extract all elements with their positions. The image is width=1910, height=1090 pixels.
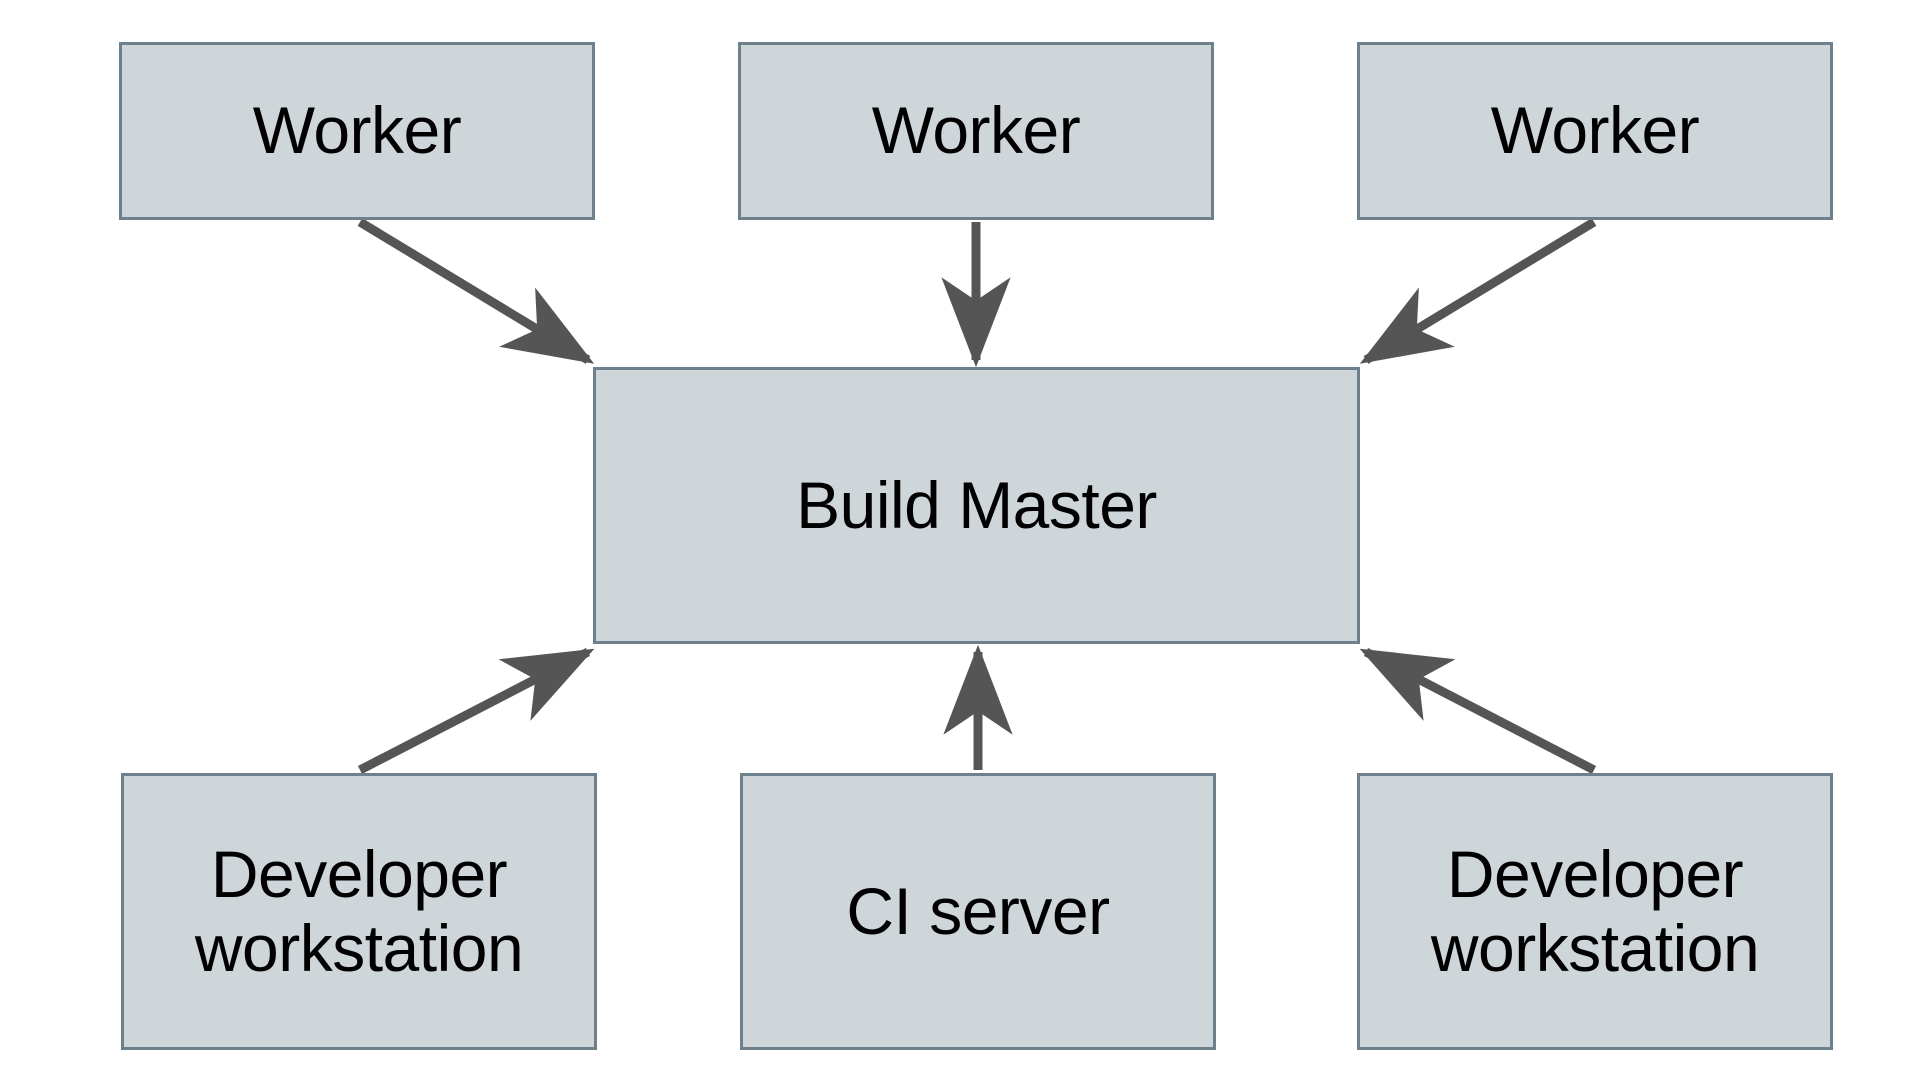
node-worker-1-label: Worker: [252, 93, 462, 168]
node-developer-workstation-left-label: Developer workstation: [194, 836, 524, 985]
edge-worker-1-to-build-master: [357, 218, 595, 364]
node-worker-1[interactable]: Worker: [119, 42, 595, 220]
node-worker-2[interactable]: Worker: [738, 42, 1214, 220]
node-ci-server-label: CI server: [846, 873, 1110, 948]
node-ci-server[interactable]: CI server: [740, 773, 1216, 1050]
node-worker-3-label: Worker: [1490, 93, 1700, 168]
node-worker-3[interactable]: Worker: [1357, 42, 1833, 220]
node-developer-workstation-right-label: Developer workstation: [1430, 836, 1760, 985]
node-build-master-label: Build Master: [796, 467, 1157, 542]
node-build-master[interactable]: Build Master: [593, 367, 1360, 644]
node-developer-workstation-left[interactable]: Developer workstation: [121, 773, 597, 1050]
node-developer-workstation-right[interactable]: Developer workstation: [1357, 773, 1833, 1050]
edge-dev-ws-right-to-build-master: [1359, 648, 1597, 774]
edge-dev-ws-left-to-build-master: [357, 648, 595, 774]
edge-worker-3-to-build-master: [1359, 218, 1597, 364]
node-worker-2-label: Worker: [871, 93, 1081, 168]
